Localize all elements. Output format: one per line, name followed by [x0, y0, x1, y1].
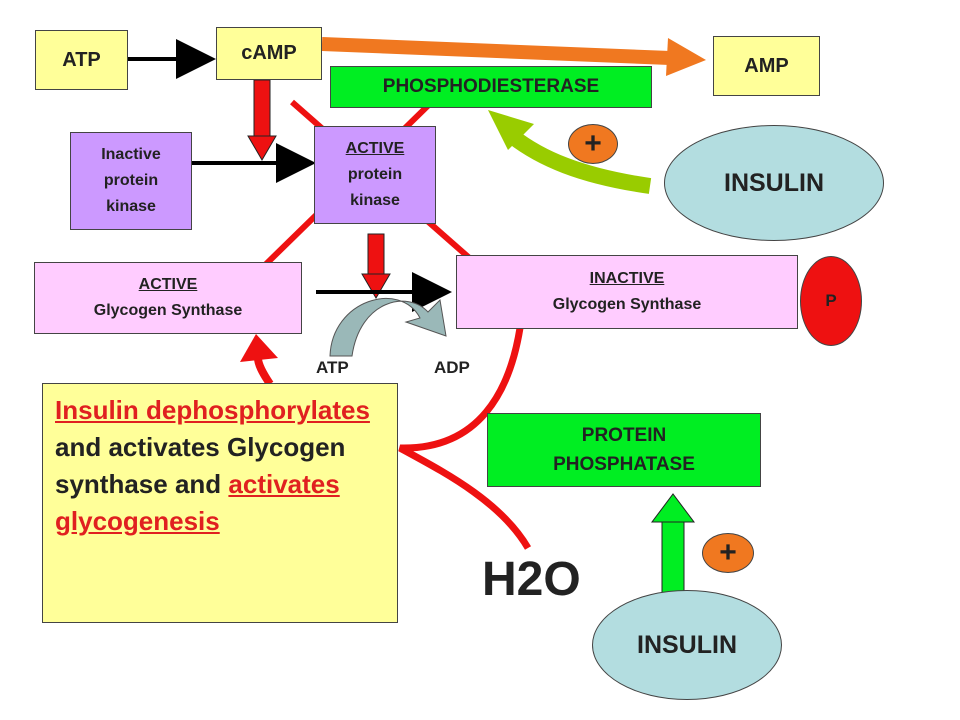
- active-pk-line-3: kinase: [350, 192, 400, 209]
- amp-box: AMP: [713, 36, 820, 96]
- atp-box: ATP: [35, 30, 128, 90]
- insulin-top-label: INSULIN: [724, 168, 824, 197]
- note-text: and activates Glycogen synthase and: [55, 432, 346, 499]
- camp-to-amp-arrow: [321, 37, 671, 65]
- note-highlight-2: activates glycogenesis: [55, 469, 340, 536]
- phosphate-group: P: [800, 256, 862, 346]
- insulin-to-phosphodiesterase-arrowhead: [488, 110, 534, 150]
- insulin-to-phosphodiesterase-arrow: [507, 129, 652, 194]
- phosphodiesterase-label: PHOSPHODIESTERASE: [382, 76, 600, 97]
- atp-label: ATP: [62, 48, 101, 71]
- pk-down-red-arrow: [367, 233, 385, 277]
- active-pk-line-2: protein: [347, 166, 403, 183]
- inactive-pk-line-1: Inactive: [101, 146, 161, 163]
- amp-label: AMP: [744, 54, 789, 77]
- insulin-top-ellipse: INSULIN: [664, 125, 884, 241]
- atp-adp-curved-arrow: [329, 297, 447, 357]
- camp-to-amp-arrowhead: [666, 38, 706, 76]
- active-gs-line-2: Glycogen Synthase: [93, 302, 243, 319]
- activation-up-curve: [254, 357, 274, 387]
- plus-top-label: +: [584, 127, 602, 160]
- camp-down-red-arrowhead: [247, 135, 277, 161]
- inactive-glycogen-synthase-box: INACTIVE Glycogen Synthase: [456, 255, 798, 329]
- note-highlight-1: Insulin dephosphorylates: [55, 395, 370, 425]
- inactive-gs-line-2: Glycogen Synthase: [552, 296, 702, 313]
- atp-bottom-label: ATP: [316, 358, 349, 377]
- phosphate-label: P: [825, 291, 837, 310]
- inactive-pk-line-3: kinase: [106, 198, 156, 215]
- insulin-bottom-ellipse: INSULIN: [592, 590, 782, 700]
- protein-phosphatase-box: PROTEIN PHOSPHATASE: [487, 413, 761, 487]
- insulin-bottom-label: INSULIN: [637, 630, 737, 659]
- camp-label: cAMP: [241, 42, 297, 64]
- adp-label: ADP: [434, 358, 470, 377]
- camp-box: cAMP: [216, 27, 322, 80]
- plus-bottom-label: +: [719, 536, 737, 569]
- inactive-gs-line-1: INACTIVE: [589, 270, 665, 287]
- insulin-to-phosphatase-arrow: [661, 519, 685, 599]
- active-glycogen-synthase-box: ACTIVE Glycogen Synthase: [34, 262, 302, 334]
- h2o-label: H2O: [482, 553, 581, 606]
- phosphodiesterase-box: PHOSPHODIESTERASE: [330, 66, 652, 108]
- inactive-pk-line-2: protein: [103, 172, 159, 189]
- dephosphorylation-curve: [398, 327, 532, 550]
- active-gs-line-1: ACTIVE: [138, 276, 198, 293]
- activation-up-arrowhead: [240, 334, 278, 362]
- protein-phosphatase-line-1: PROTEIN: [581, 425, 667, 446]
- insulin-to-phosphatase-arrowhead: [651, 493, 695, 523]
- active-protein-kinase-box: ACTIVE protein kinase: [314, 126, 436, 224]
- protein-phosphatase-line-2: PHOSPHATASE: [553, 454, 695, 475]
- insulin-effect-note: Insulin dephosphorylates and activates G…: [42, 383, 398, 623]
- pk-down-red-arrowhead: [361, 273, 391, 299]
- camp-down-red-arrow: [253, 79, 271, 139]
- plus-bottom-icon: +: [702, 533, 754, 573]
- active-pk-line-1: ACTIVE: [345, 140, 405, 157]
- plus-top-icon: +: [568, 124, 618, 164]
- inactive-protein-kinase-box: Inactive protein kinase: [70, 132, 192, 230]
